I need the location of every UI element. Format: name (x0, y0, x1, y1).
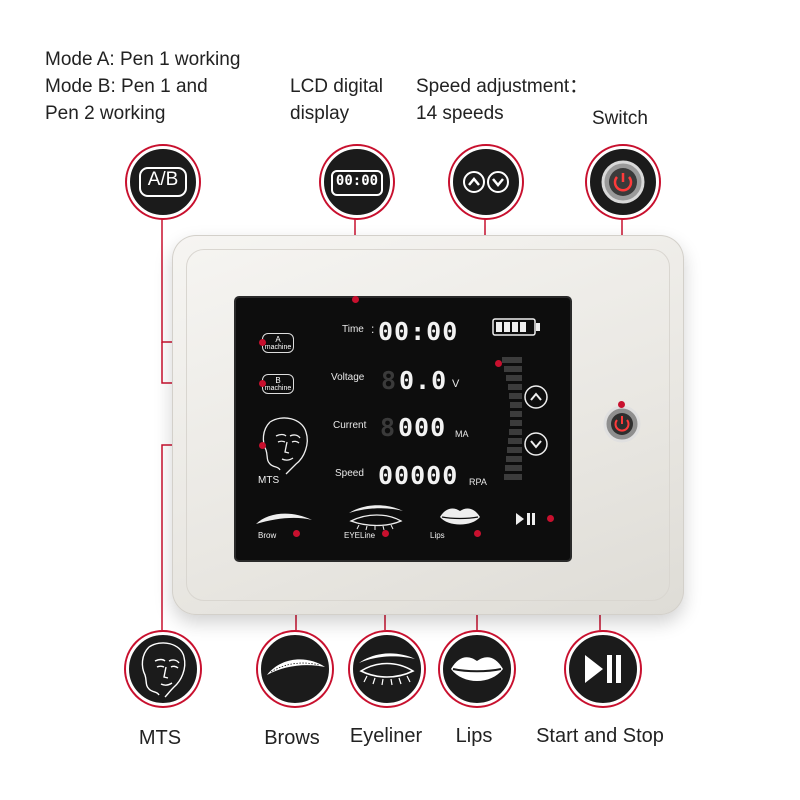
speed-caption: Speed adjustment： (416, 76, 589, 97)
mts-indicator-dot (259, 442, 266, 449)
b-machine-letter: B (275, 376, 281, 385)
mode-b-caption: Mode B: Pen 1 and (45, 76, 208, 97)
speed-caption-2: 14 speeds (416, 103, 504, 124)
device-power-switch[interactable] (602, 404, 642, 444)
ab-icon-text: A/B (147, 169, 179, 190)
a-indicator-dot (259, 339, 266, 346)
brow-icon (258, 632, 332, 706)
eyeline-screen-icon[interactable] (345, 503, 407, 531)
play-pause-icon (566, 632, 640, 706)
battery-icon (492, 318, 540, 336)
current-value: 000 (398, 413, 447, 442)
speed-arrows-icon (450, 146, 522, 218)
speed-label: Speed (335, 468, 364, 479)
eyeliner-label: Eyeliner (349, 725, 423, 747)
arrow-up-icon[interactable] (523, 384, 549, 410)
arrow-down-icon[interactable] (523, 431, 549, 457)
brow-screen-label: Brow (258, 531, 277, 540)
voltage-value: 0.0 (399, 366, 448, 395)
ab-icon: A/B (127, 146, 199, 218)
lcd-caption-2: display (290, 103, 350, 124)
power-switch-icon (587, 146, 659, 218)
a-machine-button[interactable]: A machine (262, 333, 294, 353)
eyeline-screen-label: EYELine (344, 531, 376, 540)
b-machine-sub: machine (264, 385, 292, 392)
b-indicator-dot (259, 380, 266, 387)
device-bezel (186, 249, 670, 601)
current-unit: MA (455, 429, 469, 439)
lcd-icon-text: 00:00 (335, 173, 379, 189)
brows-label: Brows (264, 727, 320, 749)
time-value: 00:00 (378, 317, 459, 346)
current-ghost: 8 (380, 413, 397, 442)
start-stop-label: Start and Stop (536, 725, 664, 747)
current-label: Current (333, 420, 367, 431)
speed-level-bars (502, 357, 522, 480)
speed-bar-indicator-dot (495, 360, 502, 367)
face-icon (126, 632, 200, 706)
voltage-unit: V (452, 378, 460, 390)
a-machine-sub: machine (264, 344, 292, 351)
time-label: Time (342, 324, 364, 335)
b-machine-button[interactable]: B machine (262, 374, 294, 394)
mts-screen-label: MTS (258, 475, 280, 486)
lcd-caption: LCD digital (290, 76, 383, 97)
brow-indicator-dot (293, 530, 300, 537)
eyeline-indicator-dot (382, 530, 389, 537)
lips-icon (440, 632, 514, 706)
speed-value: 00000 (378, 461, 459, 490)
time-indicator-dot (352, 296, 359, 303)
speed-unit: RPA (469, 477, 487, 487)
time-colon: : (371, 322, 375, 336)
lips-indicator-dot (474, 530, 481, 537)
lips-label: Lips (455, 725, 493, 747)
play-pause-screen-icon[interactable] (515, 512, 537, 526)
lips-screen-label: Lips (430, 531, 445, 540)
mode-b-caption-2: Pen 2 working (45, 103, 166, 124)
play-indicator-dot (547, 515, 554, 522)
voltage-label: Voltage (331, 372, 365, 383)
lcd-icon: 00:00 (321, 146, 393, 218)
face-icon[interactable] (252, 414, 314, 476)
switch-caption: Switch (592, 108, 648, 129)
voltage-ghost: 8 (381, 366, 398, 395)
brow-screen-icon[interactable] (254, 508, 316, 530)
eyeliner-icon (350, 632, 424, 706)
lips-screen-icon[interactable] (438, 505, 482, 529)
switch-indicator-dot (618, 401, 625, 408)
mode-a-caption: Mode A: Pen 1 working (45, 49, 241, 70)
a-machine-letter: A (275, 335, 281, 344)
mts-label: MTS (138, 727, 182, 749)
